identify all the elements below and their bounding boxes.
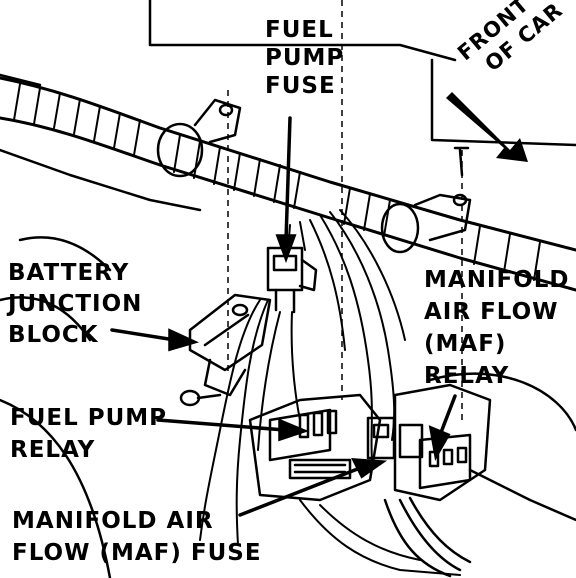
label-fuel-pump-fuse: FUEL PUMP FUSE bbox=[265, 17, 345, 99]
wheel-arch bbox=[428, 372, 576, 432]
arrow-maf-fuse bbox=[238, 466, 362, 517]
battery-junction-block bbox=[179, 293, 272, 407]
lower-harness-loop bbox=[299, 499, 461, 576]
label-battery-junction-block: BATTERY JUNCTION BLOCK bbox=[8, 260, 143, 348]
fuel-pump-fuse-connector bbox=[266, 246, 318, 314]
harness-tube-wrap bbox=[13, 83, 541, 281]
lower-left-curve bbox=[0, 398, 112, 578]
left-mount-bracket bbox=[156, 98, 242, 178]
fender-outline bbox=[0, 73, 202, 212]
label-maf-fuse: MANIFOLD AIR FLOW (MAF) FUSE bbox=[12, 508, 262, 566]
harness-tube-top bbox=[0, 76, 576, 252]
relay-center-block bbox=[248, 393, 382, 502]
label-fuel-pump-relay: FUEL PUMP RELAY bbox=[10, 405, 168, 463]
wire-bundles bbox=[199, 209, 406, 546]
arrow-battery-junction bbox=[110, 328, 177, 342]
arrow-maf-relay bbox=[438, 394, 457, 437]
left-curves bbox=[0, 236, 112, 342]
front-of-car-arrow bbox=[446, 92, 528, 162]
lower-right-panel bbox=[468, 468, 576, 522]
arrow-fuel-pump-fuse bbox=[284, 116, 292, 242]
upper-panel-outline bbox=[148, 0, 457, 62]
right-mount-bracket bbox=[380, 146, 472, 254]
arrow-fuel-pump-relay bbox=[156, 418, 287, 432]
pointer-arrows bbox=[110, 116, 457, 517]
lower-harness-loop-2 bbox=[319, 504, 421, 561]
harness-tube-bottom bbox=[0, 116, 576, 292]
dashed-reference-lines bbox=[227, 0, 463, 420]
maf-relay-housing bbox=[383, 383, 492, 578]
right-panel-outline bbox=[430, 58, 576, 147]
label-maf-relay: MANIFOLD AIR FLOW (MAF) RELAY bbox=[424, 267, 570, 389]
